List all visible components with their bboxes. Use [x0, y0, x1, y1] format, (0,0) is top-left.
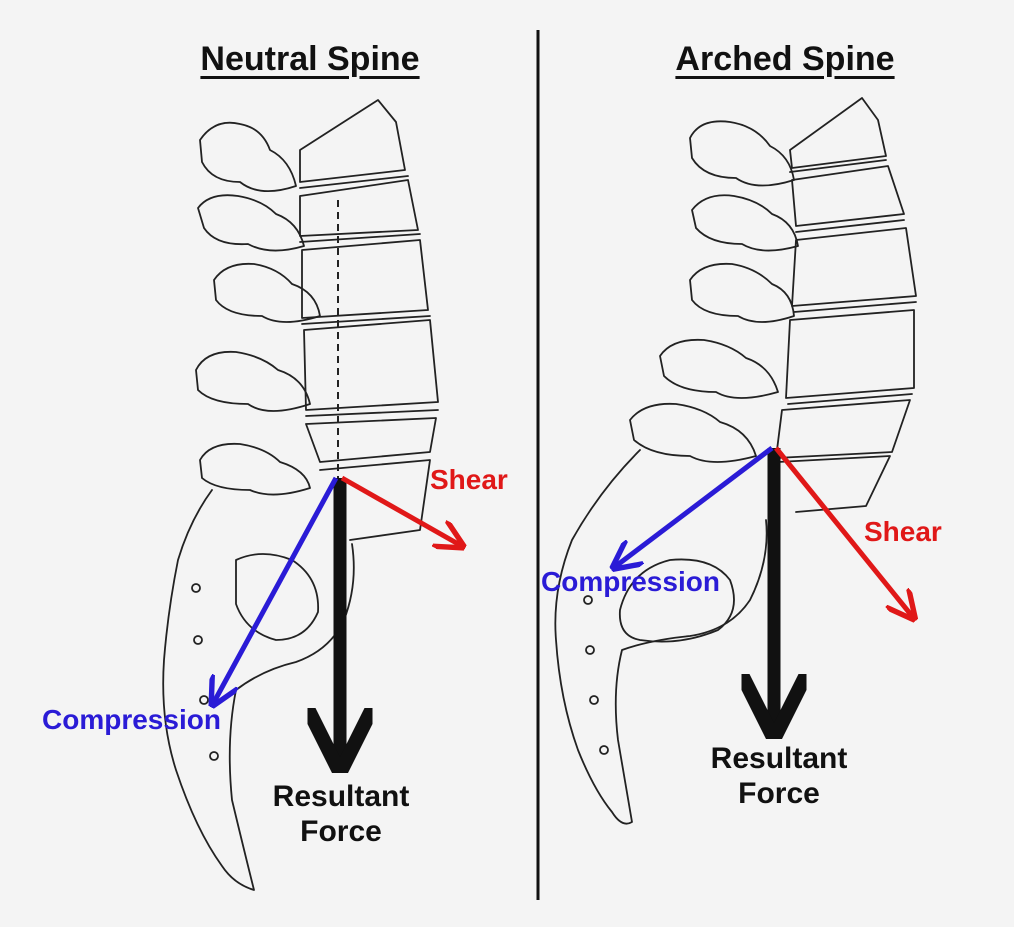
neutral-spine-illustration	[162, 99, 439, 891]
arched-spine-illustration	[554, 97, 917, 825]
arched-shear-label: Shear	[864, 516, 942, 547]
arched-shear-arrow	[774, 446, 912, 616]
neutral-spine-title: Neutral Spine	[200, 40, 420, 78]
arched-resultant-line2: Force	[738, 776, 820, 810]
neutral-compression-arrow	[214, 476, 339, 702]
neutral-compression-label: Compression	[42, 704, 221, 735]
arched-spine-title: Arched Spine	[675, 40, 895, 78]
neutral-resultant-line2: Force	[300, 814, 382, 848]
neutral-shear-label: Shear	[430, 464, 508, 495]
neutral-resultant-line1: Resultant	[272, 780, 410, 813]
neutral-shear-arrow	[340, 475, 460, 545]
neutral-resultant-force-label: Resultant Force	[273, 780, 410, 849]
arched-resultant-line1: Resultant	[710, 742, 848, 775]
arched-compression-label: Compression	[541, 566, 720, 597]
arched-compression-arrow	[616, 446, 774, 566]
arched-resultant-force-label: Resultant Force	[711, 742, 848, 811]
